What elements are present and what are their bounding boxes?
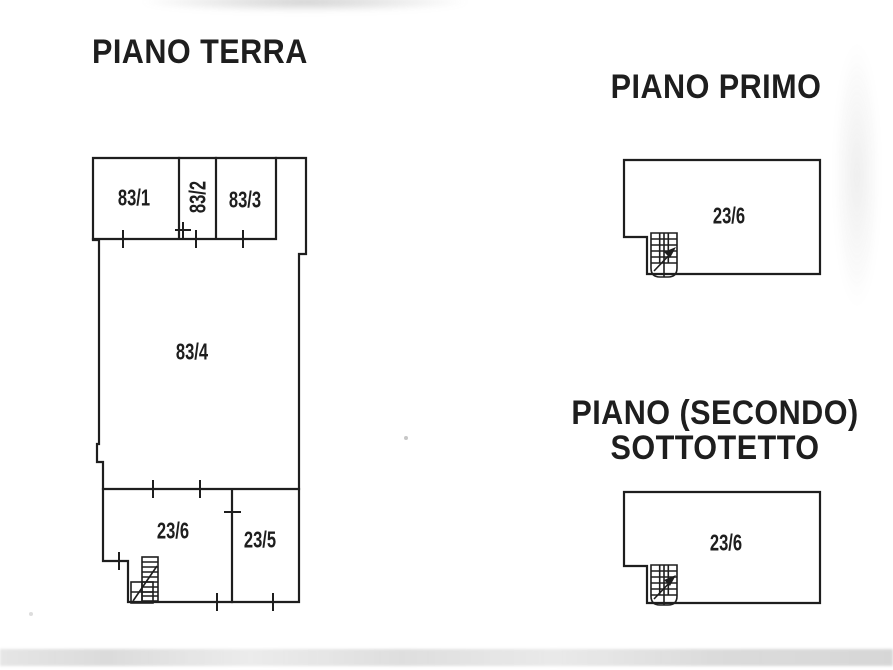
room-label-83-3: 83/3 — [228, 186, 262, 213]
floor-title-second-line2: SOTTOTETTO — [610, 429, 820, 467]
floor-title-first: PIANO PRIMO — [610, 68, 822, 106]
scan-speck — [404, 436, 408, 440]
stair-outline — [650, 564, 678, 606]
stair-treads — [651, 233, 677, 277]
stair-landing-lines — [131, 582, 153, 603]
floor-title-ground: PIANO TERRA — [92, 33, 308, 71]
scan-speck — [29, 612, 33, 616]
stair-outline — [650, 232, 678, 278]
scan-shadow-band — [0, 649, 893, 666]
floor-title-second-line1: PIANO (SECONDO) — [571, 394, 859, 432]
ground-floor-inner-walls — [91, 156, 301, 604]
room-label-23-6-second: 23/6 — [709, 529, 743, 556]
room-label-23-6-first: 23/6 — [712, 202, 746, 229]
stair-flight — [141, 556, 159, 602]
second-floor-outer-wall — [622, 490, 822, 605]
room-label-83-1: 83/1 — [117, 184, 151, 211]
staircase-symbol-second — [650, 564, 678, 606]
second-floor-plan — [622, 490, 822, 606]
stair-arrowhead — [664, 575, 676, 586]
staircase-symbol-ground — [130, 556, 159, 604]
ground-floor-plan — [91, 156, 308, 611]
ground-floor-outer-wall — [91, 156, 308, 604]
room-label-83-2: 83/2 — [184, 180, 211, 214]
ground-floor-door-ticks — [118, 222, 274, 611]
room-label-23-6-ground: 23/6 — [156, 517, 190, 544]
first-floor-outer-wall — [622, 158, 822, 276]
room-label-83-4: 83/4 — [175, 338, 209, 365]
room-label-23-5: 23/5 — [243, 526, 277, 553]
floor-title-second: PIANO (SECONDO) SOTTOTETTO — [571, 396, 858, 466]
stair-arrowhead — [664, 247, 676, 258]
first-floor-plan — [622, 158, 822, 278]
staircase-symbol-first — [650, 232, 678, 278]
stair-direction-line — [132, 565, 158, 602]
